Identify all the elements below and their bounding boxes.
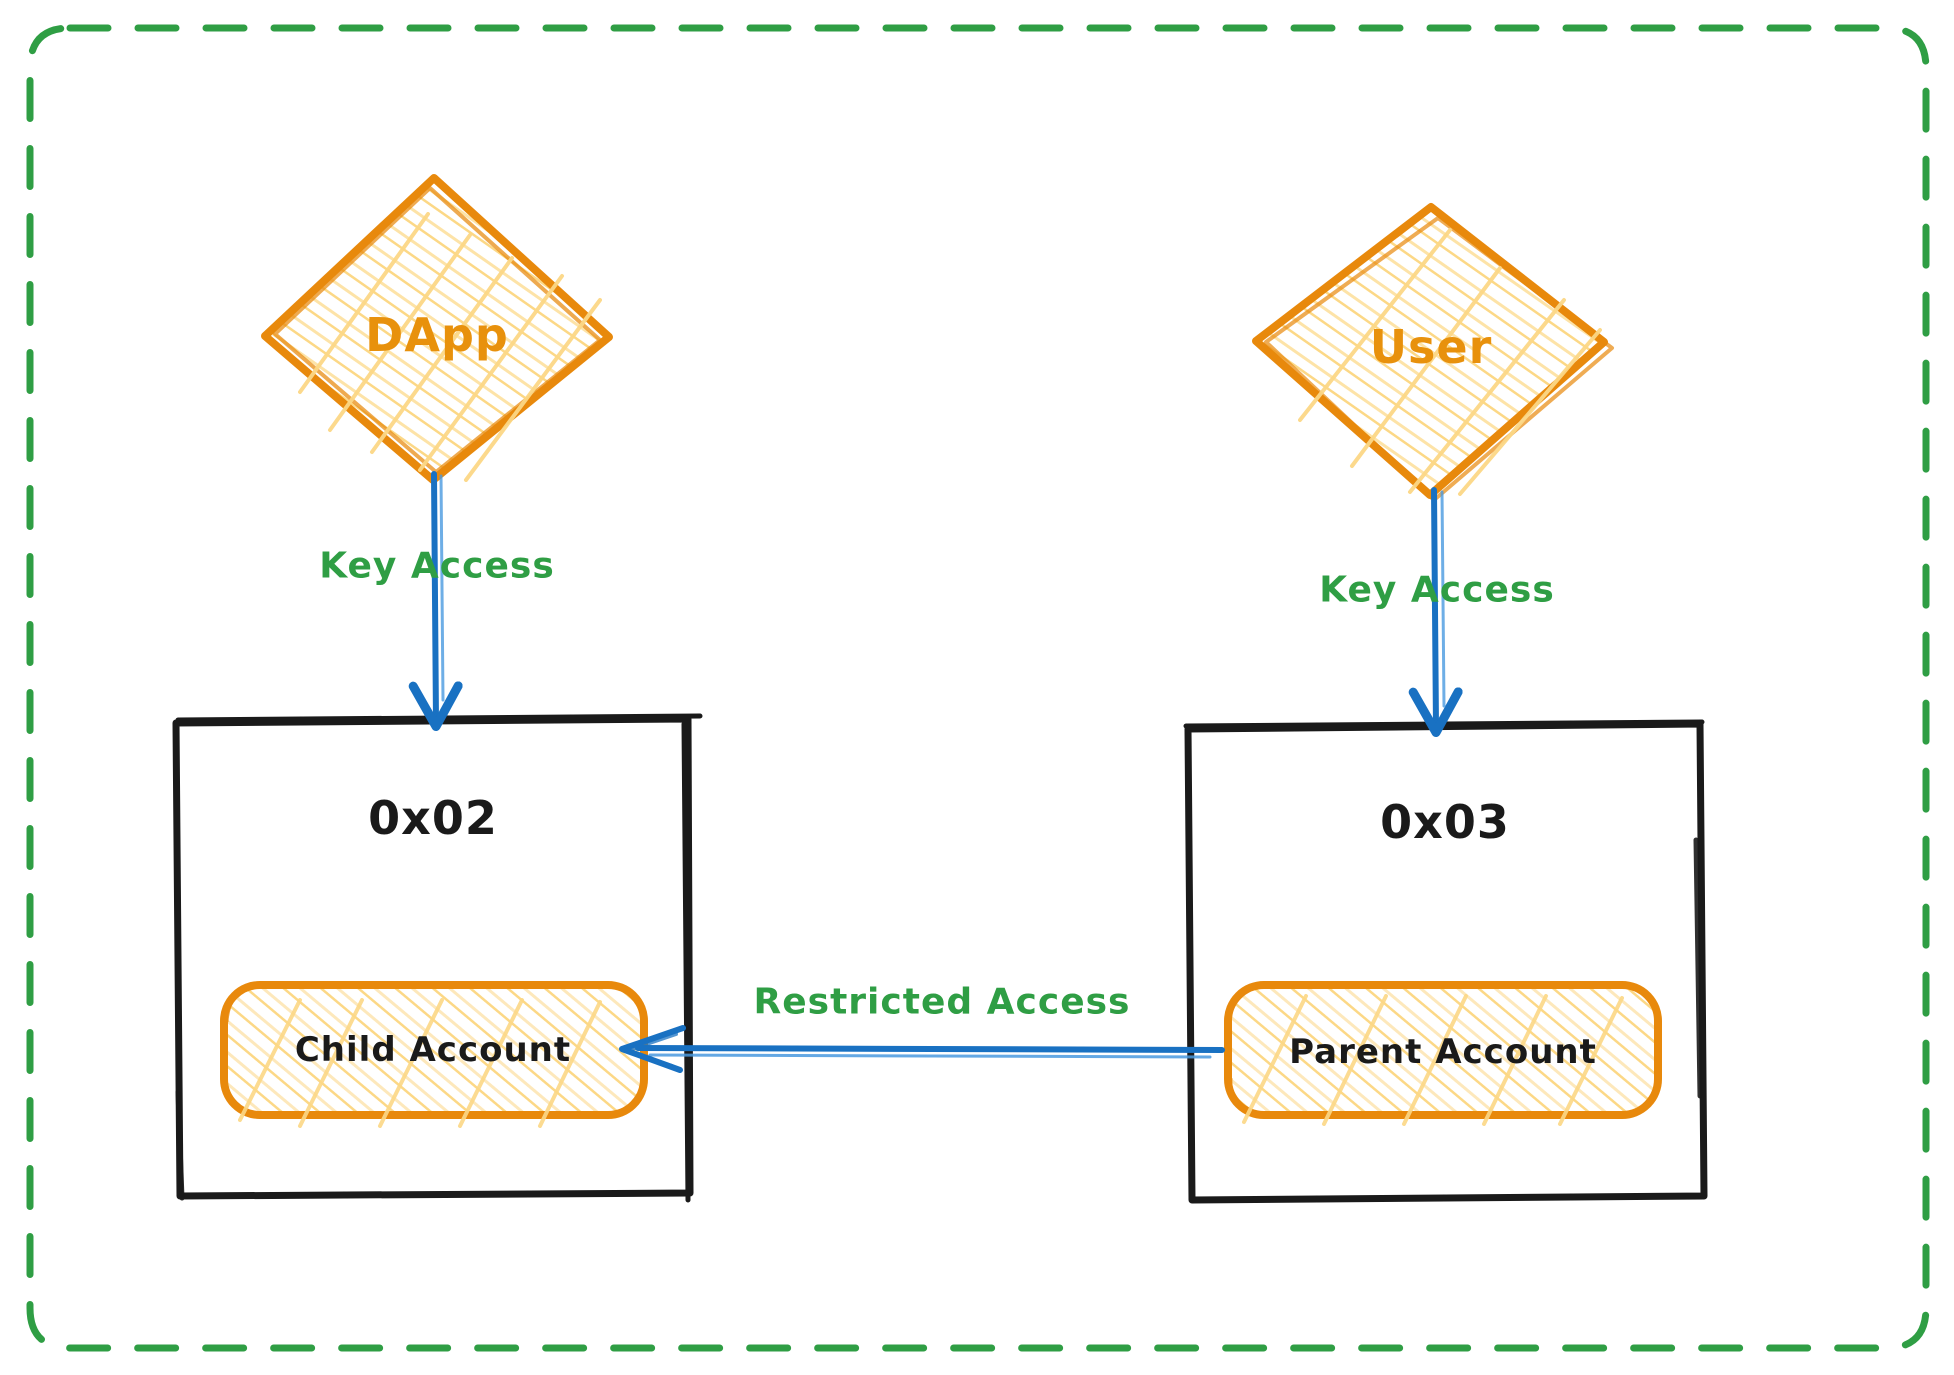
parent-account-label: Parent Account (1289, 1032, 1597, 1072)
edge-label-restricted-access: Restricted Access (753, 981, 1131, 1023)
parent-account-box[interactable] (1224, 981, 1662, 1126)
edge-parent-to-child (619, 1025, 1225, 1073)
account-box-0x03[interactable] (1183, 719, 1708, 1204)
edge-user-to-parent (1408, 487, 1463, 737)
edge-label-key-access-right: Key Access (1319, 569, 1555, 611)
edge-label-key-access-left: Key Access (319, 545, 555, 587)
edge-dapp-to-child (408, 471, 463, 731)
dapp-label: DApp (365, 308, 509, 362)
account-box-0x02[interactable] (172, 713, 703, 1203)
outer-boundary (26, 24, 1930, 1352)
child-account-label: Child Account (294, 1030, 572, 1070)
user-label: User (1369, 320, 1493, 374)
account-address-0x03: 0x03 (1380, 795, 1510, 849)
child-account-box[interactable] (220, 981, 648, 1128)
account-address-0x02: 0x02 (368, 791, 498, 845)
